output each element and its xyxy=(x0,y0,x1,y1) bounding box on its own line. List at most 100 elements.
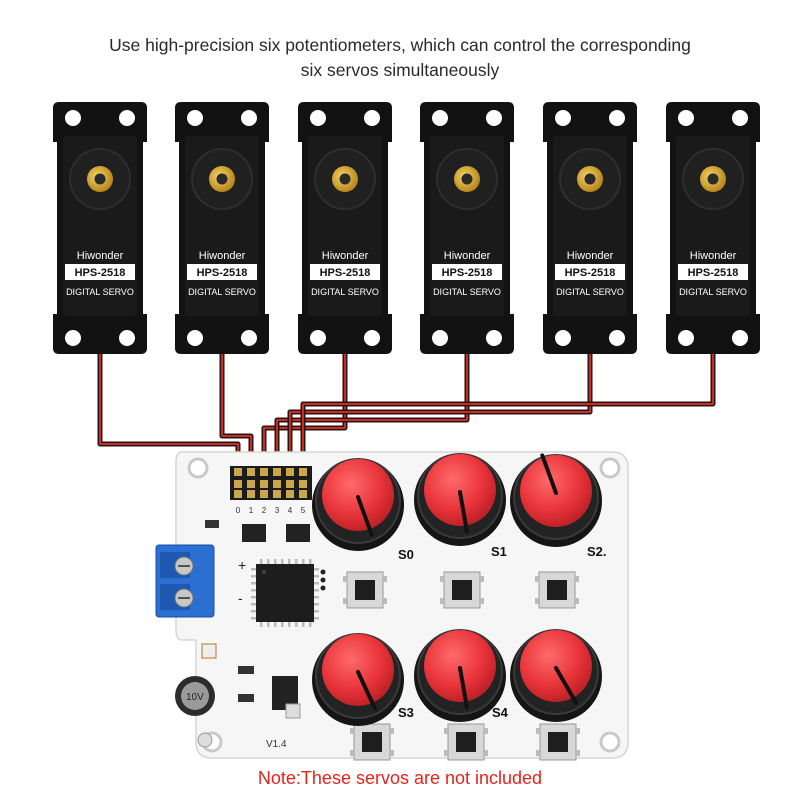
potentiometer-knob xyxy=(510,453,602,547)
microcontroller-chip xyxy=(251,559,319,627)
mount-hole xyxy=(555,110,571,126)
potentiometer-knob xyxy=(510,629,602,722)
knob-label: S4 xyxy=(492,705,509,720)
mount-hole xyxy=(65,330,81,346)
servo-model-plate xyxy=(678,264,748,280)
header-number: 1 xyxy=(249,506,254,515)
potentiometer-knob xyxy=(312,633,404,726)
tact-button xyxy=(350,723,394,761)
potentiometer-knob xyxy=(414,629,506,722)
servo-model-plate xyxy=(310,264,380,280)
knob-pointer xyxy=(458,666,469,710)
knob-label: S3 xyxy=(398,705,414,720)
mount-hole xyxy=(364,110,380,126)
mount-hole xyxy=(555,330,571,346)
mount-hole xyxy=(310,110,326,126)
tact-button xyxy=(343,571,387,609)
mount-hole xyxy=(119,330,135,346)
knob-cap xyxy=(322,459,394,531)
servo-model-plate xyxy=(555,264,625,280)
servo-model-plate xyxy=(432,264,502,280)
servo-brand: Hiwonder xyxy=(567,250,614,262)
mount-hole xyxy=(432,110,448,126)
header-number: 3 xyxy=(275,506,280,515)
knob-pointer xyxy=(554,666,578,705)
servo-model-plate xyxy=(187,264,257,280)
mount-hole xyxy=(364,330,380,346)
servo-model: HPS-2518 xyxy=(688,267,739,279)
capacitor-label: 10V xyxy=(186,692,204,703)
header-number: 4 xyxy=(288,506,293,515)
mount-hole xyxy=(187,330,203,346)
knob-label: S2. xyxy=(587,544,607,559)
tact-button xyxy=(440,571,484,609)
potentiometer-knob xyxy=(312,458,404,551)
knob-pointer xyxy=(356,495,374,537)
mount-hole xyxy=(187,110,203,126)
servo-model: HPS-2518 xyxy=(197,267,248,279)
servo-type: DIGITAL SERVO xyxy=(556,287,624,297)
knob-pointer xyxy=(458,490,469,534)
caption-line-1: Use high-precision six potentiometers, w… xyxy=(109,35,691,55)
servo-model: HPS-2518 xyxy=(75,267,126,279)
knob-label: S1 xyxy=(491,544,507,559)
mount-hole xyxy=(599,457,621,479)
mount-hole xyxy=(609,330,625,346)
mount-hole xyxy=(599,731,621,753)
disclaimer-note: Note:These servos are not included xyxy=(257,768,543,788)
knob-pointer xyxy=(540,453,558,495)
servo-type: DIGITAL SERVO xyxy=(433,287,501,297)
terminal-minus-label: - xyxy=(238,590,243,606)
caption-line-2: six servos simultaneously xyxy=(300,60,500,80)
header-number: 5 xyxy=(301,506,306,515)
servo-brand: Hiwonder xyxy=(444,250,491,262)
servo-brand: Hiwonder xyxy=(322,250,369,262)
mount-hole xyxy=(241,110,257,126)
mount-hole xyxy=(678,110,694,126)
board-version: V1.4 xyxy=(266,739,287,750)
mount-hole xyxy=(732,110,748,126)
tact-button xyxy=(536,723,580,761)
mount-hole xyxy=(310,330,326,346)
servo-brand: Hiwonder xyxy=(690,250,737,262)
servo-model-plate xyxy=(65,264,135,280)
mount-hole xyxy=(486,330,502,346)
mount-hole xyxy=(65,110,81,126)
knob-pointer xyxy=(356,670,377,711)
knob-cap xyxy=(322,634,394,706)
mount-hole xyxy=(732,330,748,346)
servo-type: DIGITAL SERVO xyxy=(679,287,747,297)
capacitor: 10V xyxy=(175,676,215,716)
servo-brand: Hiwonder xyxy=(77,250,124,262)
smd-components xyxy=(197,520,326,748)
terminal-plus-label: + xyxy=(238,557,246,573)
mount-hole xyxy=(187,457,209,479)
servo-type: DIGITAL SERVO xyxy=(311,287,379,297)
mount-hole xyxy=(241,330,257,346)
mount-hole xyxy=(432,330,448,346)
servo-model: HPS-2518 xyxy=(320,267,371,279)
potentiometer-knob xyxy=(414,453,506,546)
caption: Use high-precision six potentiometers, w… xyxy=(40,33,760,83)
mount-hole xyxy=(119,110,135,126)
knob-label: S0 xyxy=(398,547,414,562)
servo-type: DIGITAL SERVO xyxy=(188,287,256,297)
tact-buttons xyxy=(343,571,580,761)
tact-button xyxy=(444,723,488,761)
servo-model: HPS-2518 xyxy=(442,267,493,279)
mount-hole xyxy=(486,110,502,126)
servo-type: DIGITAL SERVO xyxy=(66,287,134,297)
mount-hole xyxy=(609,110,625,126)
header-number: 0 xyxy=(236,506,241,515)
servo-model: HPS-2518 xyxy=(565,267,616,279)
